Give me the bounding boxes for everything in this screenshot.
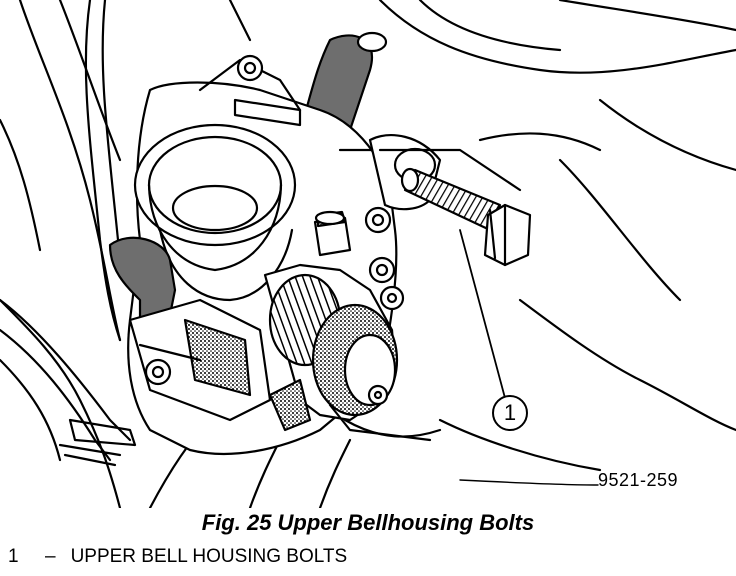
legend-item-label: UPPER BELL HOUSING BOLTS [70,546,348,567]
callout-circle-1 [492,395,528,431]
legend-item: 1 – UPPER BELL HOUSING BOLTS [8,546,347,568]
callout-number-1: 1 [503,400,517,425]
upper-flange [198,54,302,127]
legend-item-separator: – [44,546,56,567]
reference-code-leader [459,479,599,486]
throttle-spring-drum [263,263,442,442]
callout-leader-line [459,229,506,399]
legend-item-number: 1 [8,546,19,567]
figure-caption: Fig. 25 Upper Bellhousing Bolts [201,510,535,535]
sensor-cap [313,210,352,257]
throttle-body-line-illustration [0,0,736,508]
figure-reference-code: 9521-259 [598,470,679,490]
hose-lines [0,0,132,462]
lower-bracket [128,298,272,422]
engine-background-lines [0,0,736,508]
upper-bellhousing-bolt [400,167,532,267]
hose-clamp [58,418,137,467]
